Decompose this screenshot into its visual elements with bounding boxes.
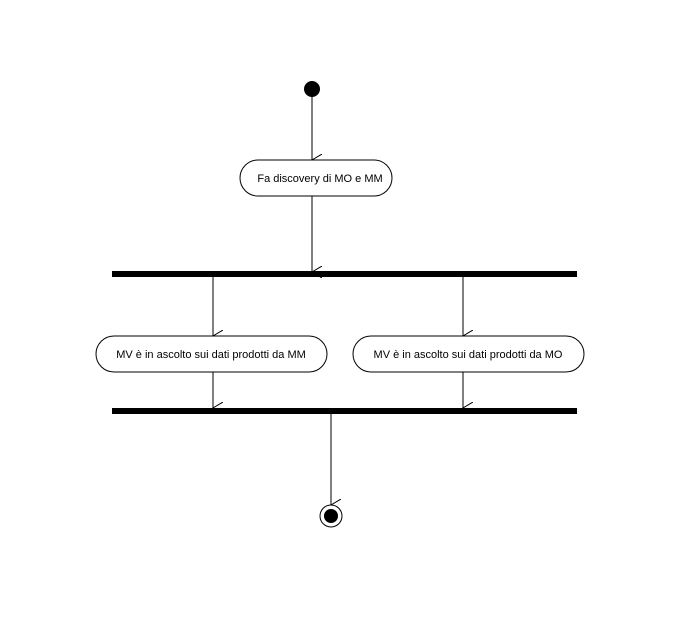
activity-discovery-label: Fa discovery di MO e MM <box>257 173 382 185</box>
fork-bar <box>112 271 577 277</box>
join-bar <box>112 408 577 414</box>
activity-listen-mo-box <box>352 335 585 373</box>
activity-listen-mm-label: MV è in ascolto sui dati prodotti da MM <box>116 349 306 361</box>
final-node <box>319 504 343 528</box>
final-node-core <box>324 509 338 523</box>
activity-listen-mo-label: MV è in ascolto sui dati prodotti da MO <box>374 349 563 361</box>
activity-listen-mo: MV è in ascolto sui dati prodotti da MO <box>352 335 585 373</box>
activity-discovery-box <box>239 159 393 197</box>
activity-listen-mm: MV è in ascolto sui dati prodotti da MM <box>95 335 328 373</box>
initial-node <box>304 81 320 97</box>
activity-discovery: Fa discovery di MO e MM <box>239 159 393 197</box>
activity-listen-mm-box <box>95 335 328 373</box>
